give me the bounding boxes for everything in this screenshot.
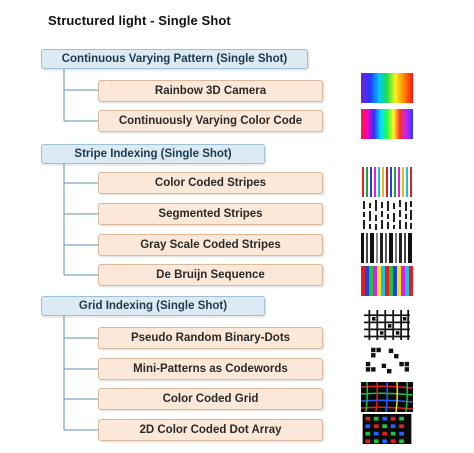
category-grid-indexing: Grid Indexing (Single Shot) bbox=[41, 296, 265, 316]
grayscale-stripes-pattern bbox=[361, 233, 413, 263]
category-stripe-indexing: Stripe Indexing (Single Shot) bbox=[41, 144, 265, 164]
item-continuously-varying-color-code: Continuously Varying Color Code bbox=[98, 110, 323, 132]
color-dot-array-pattern bbox=[362, 414, 412, 444]
connector-group-1 bbox=[63, 69, 98, 122]
item-mini-patterns-as-codewords: Mini-Patterns as Codewords bbox=[98, 358, 323, 380]
item-pseudo-random-binary-dots: Pseudo Random Binary-Dots bbox=[98, 327, 323, 349]
item-color-coded-grid: Color Coded Grid bbox=[98, 388, 323, 410]
color-stripes-pattern bbox=[361, 167, 413, 197]
item-gray-scale-coded-stripes: Gray Scale Coded Stripes bbox=[98, 234, 323, 256]
color-grid-pattern bbox=[361, 382, 413, 412]
item-2d-color-coded-dot-array: 2D Color Coded Dot Array bbox=[98, 419, 323, 441]
mini-patterns-codewords bbox=[364, 346, 410, 376]
color-varying-pattern bbox=[361, 109, 413, 139]
connector-group-2 bbox=[63, 164, 98, 276]
segmented-stripes-pattern bbox=[361, 200, 413, 230]
item-de-bruijn-sequence: De Bruijn Sequence bbox=[98, 264, 323, 286]
item-color-coded-stripes: Color Coded Stripes bbox=[98, 172, 323, 194]
item-rainbow-3d-camera: Rainbow 3D Camera bbox=[98, 80, 323, 102]
diagram-title: Structured light - Single Shot bbox=[48, 13, 231, 28]
item-segmented-stripes: Segmented Stripes bbox=[98, 203, 323, 225]
connector-group-3 bbox=[63, 316, 98, 431]
rainbow-gradient-pattern bbox=[361, 73, 413, 103]
binary-dots-pattern bbox=[364, 310, 410, 340]
de-bruijn-pattern bbox=[361, 266, 413, 296]
category-continuous-varying: Continuous Varying Pattern (Single Shot) bbox=[41, 49, 308, 69]
